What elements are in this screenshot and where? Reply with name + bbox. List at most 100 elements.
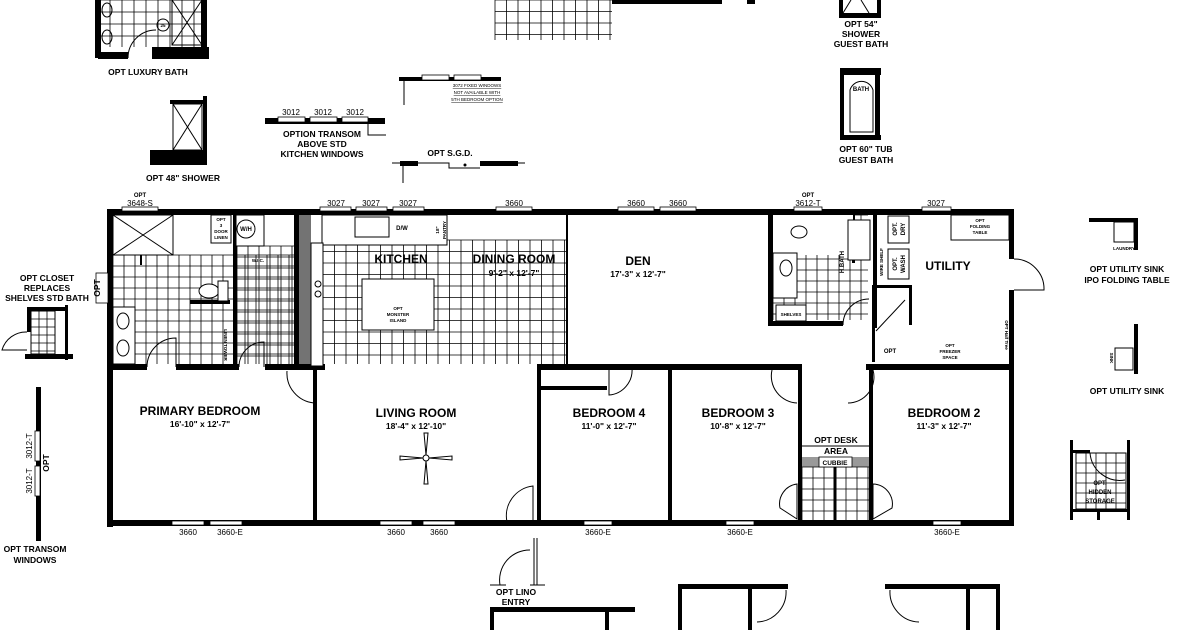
utility-sink-label: OPT UTILITY SINK bbox=[1090, 386, 1165, 396]
folding-table-label: TABLE bbox=[973, 230, 988, 235]
bedroom-3-size: 10'-8" x 12'-7" bbox=[710, 421, 766, 431]
window-label: 3660-E bbox=[217, 528, 243, 537]
window-label: 3660-E bbox=[727, 528, 753, 537]
opt-48-shower: OPT 48" SHOWER bbox=[146, 96, 220, 183]
transom-kitchen-label: ABOVE STD bbox=[297, 139, 347, 149]
dryer-label: OPT. bbox=[893, 222, 899, 236]
island-label: OPT bbox=[393, 306, 403, 311]
window-label: 3027 bbox=[399, 199, 417, 208]
transom-opt-label: OPT bbox=[41, 453, 51, 471]
transom-window-label: 3012 bbox=[346, 108, 364, 117]
side-window-opt-label: OPT bbox=[92, 278, 102, 296]
opt-60-tub-label: OPT 60" TUB bbox=[839, 144, 892, 154]
den-size: 17'-3" x 12'-7" bbox=[610, 269, 666, 279]
opt-luxury-bath-label: OPT LUXURY BATH bbox=[108, 67, 188, 77]
opt-transom-windows: 3012-T 3012-T OPT OPT TRANSOM WINDOWS bbox=[4, 387, 67, 565]
shelves-label: SHELVES bbox=[781, 312, 802, 317]
transom-window-label: 3012-T bbox=[25, 433, 34, 458]
window-label: 3660 bbox=[179, 528, 197, 537]
freezer-label: SPACE bbox=[942, 355, 957, 360]
island-label: MONSTER bbox=[387, 312, 410, 317]
opt-54-shower-label: SHOWER bbox=[842, 29, 880, 39]
opt-transom-windows-label: WINDOWS bbox=[14, 555, 57, 565]
freezer-label: OPT bbox=[945, 343, 955, 348]
windows-bottom: 3660 3660-E 3660 3660 3660-E 3660-E 3660… bbox=[171, 520, 962, 537]
living-room-label: LIVING ROOM bbox=[376, 406, 457, 420]
bedroom-2-size: 11'-3" x 12'-7" bbox=[916, 421, 971, 431]
cubbie-label: CUBBIE bbox=[823, 460, 849, 467]
transom-window-label: 3012 bbox=[282, 108, 300, 117]
opt-lino-entry: OPT LINO ENTRY bbox=[490, 538, 635, 630]
bedroom-4-label: BEDROOM 4 bbox=[573, 406, 646, 420]
fixed-windows-note: 5TH BEDROOM OPTION bbox=[451, 97, 503, 102]
wire-shelf-label: WIRE SHELF bbox=[879, 248, 884, 276]
laundry-sink-label: LAUNDRY bbox=[1113, 246, 1135, 251]
hidden-storage-label: HIDDEN bbox=[1088, 490, 1111, 496]
laundry-sink-label: SINK bbox=[1109, 353, 1114, 365]
fixed-windows-note: 3072 FIXED WINDOWS bbox=[453, 83, 502, 88]
wic-label: W.I.C. bbox=[252, 258, 264, 263]
window-label: 3648-S bbox=[127, 199, 153, 208]
interior-walls bbox=[107, 209, 1014, 522]
opt-sgd-label: OPT S.G.D. bbox=[427, 148, 472, 158]
linen-label: OPT bbox=[216, 217, 226, 222]
lino-entry-label: OPT LINO bbox=[496, 587, 537, 597]
bedroom-4-size: 11'-0" x 12'-7" bbox=[581, 421, 636, 431]
living-room-size: 18'-4" x 12'-10" bbox=[386, 421, 446, 431]
hbath-label: H.BATH bbox=[840, 251, 846, 273]
dining-room-size: 9'-2" x 12'-7" bbox=[489, 268, 540, 278]
dining-room-label: DINING ROOM bbox=[473, 252, 556, 266]
bedroom-2-label: BEDROOM 2 bbox=[908, 406, 981, 420]
backsplash bbox=[299, 215, 311, 365]
opt-luxury-bath: 25 OPT LUXURY BATH bbox=[95, 0, 209, 77]
opt-60-tub: BATH OPT 60" TUB GUEST BATH bbox=[839, 68, 894, 165]
tub-label: BATH bbox=[853, 87, 869, 93]
half-tree-label: OPT Half Tree bbox=[1004, 320, 1009, 350]
opt-utility-sink-ipo: LAUNDRY OPT UTILITY SINK IPO FOLDING TAB… bbox=[1084, 218, 1170, 285]
opt-sgd: OPT S.G.D. bbox=[392, 148, 525, 183]
closet-opt-label: OPT bbox=[884, 349, 897, 355]
opt-fixed-windows: 3072 FIXED WINDOWS NOT AVAILABLE WITH 5T… bbox=[399, 74, 503, 105]
transom-window-label: 3012 bbox=[314, 108, 332, 117]
utility-sink-ipo-label: OPT UTILITY SINK bbox=[1090, 264, 1165, 274]
lino-entry-label: ENTRY bbox=[502, 597, 531, 607]
den-label: DEN bbox=[625, 254, 650, 268]
window-label: 3660 bbox=[430, 528, 448, 537]
linen-label: LINEN bbox=[214, 235, 228, 240]
opt-54-shower: OPT 54" SHOWER GUEST BATH bbox=[834, 0, 888, 49]
washer-label: OPT. bbox=[893, 257, 899, 271]
window-opt-label: OPT bbox=[134, 193, 147, 199]
seat-label: 25 bbox=[160, 23, 166, 28]
opt-closet-label: OPT CLOSET bbox=[20, 273, 75, 283]
hidden-storage-label: OPT. bbox=[1093, 481, 1107, 487]
window-label: 3660-E bbox=[585, 528, 611, 537]
desk-area-label: OPT DESK bbox=[814, 435, 858, 445]
dishwasher-label: D/W bbox=[396, 226, 408, 232]
opt-54-shower-label: OPT 54" bbox=[844, 19, 877, 29]
opt-closet-label: SHELVES STD BATH bbox=[5, 293, 89, 303]
opt-hidden-storage: OPT. HIDDEN STORAGE bbox=[1070, 440, 1130, 520]
hidden-storage-label: STORAGE bbox=[1085, 499, 1115, 505]
opt-transom-kitchen: 3012 3012 3012 OPTION TRANSOM ABOVE STD … bbox=[265, 108, 386, 159]
island-label: ISLAND bbox=[390, 318, 408, 323]
window-label: 3027 bbox=[327, 199, 345, 208]
transom-kitchen-label: OPTION TRANSOM bbox=[283, 129, 361, 139]
freezer-label: FREEZER bbox=[939, 349, 961, 354]
opt-transom-windows-label: OPT TRANSOM bbox=[4, 544, 67, 554]
folding-table-label: OPT bbox=[975, 218, 985, 223]
opt-closet-label: REPLACES bbox=[24, 283, 71, 293]
folding-table-label: FOLDING bbox=[970, 224, 991, 229]
bedroom-3-label: BEDROOM 3 bbox=[702, 406, 775, 420]
primary-bedroom-size: 16'-10" x 12'-7" bbox=[170, 419, 230, 429]
transom-kitchen-label: KITCHEN WINDOWS bbox=[280, 149, 363, 159]
window-opt-label: OPT bbox=[802, 193, 815, 199]
opt-60-tub-label: GUEST BATH bbox=[839, 155, 894, 165]
fixtures: OPT 3 DOOR LINEN W/H W.I.C. LINEN TOWER … bbox=[92, 214, 1045, 523]
utility-sink-ipo-label: IPO FOLDING TABLE bbox=[1084, 275, 1170, 285]
window-label: 3027 bbox=[927, 199, 945, 208]
opt-utility-sink: SINK OPT UTILITY SINK bbox=[1090, 324, 1165, 396]
windows-top: OPT 3648-S 3027 3027 3027 3660 3660 3660… bbox=[121, 193, 952, 212]
linen-label: DOOR bbox=[214, 229, 228, 234]
window-label: 3660 bbox=[387, 528, 405, 537]
